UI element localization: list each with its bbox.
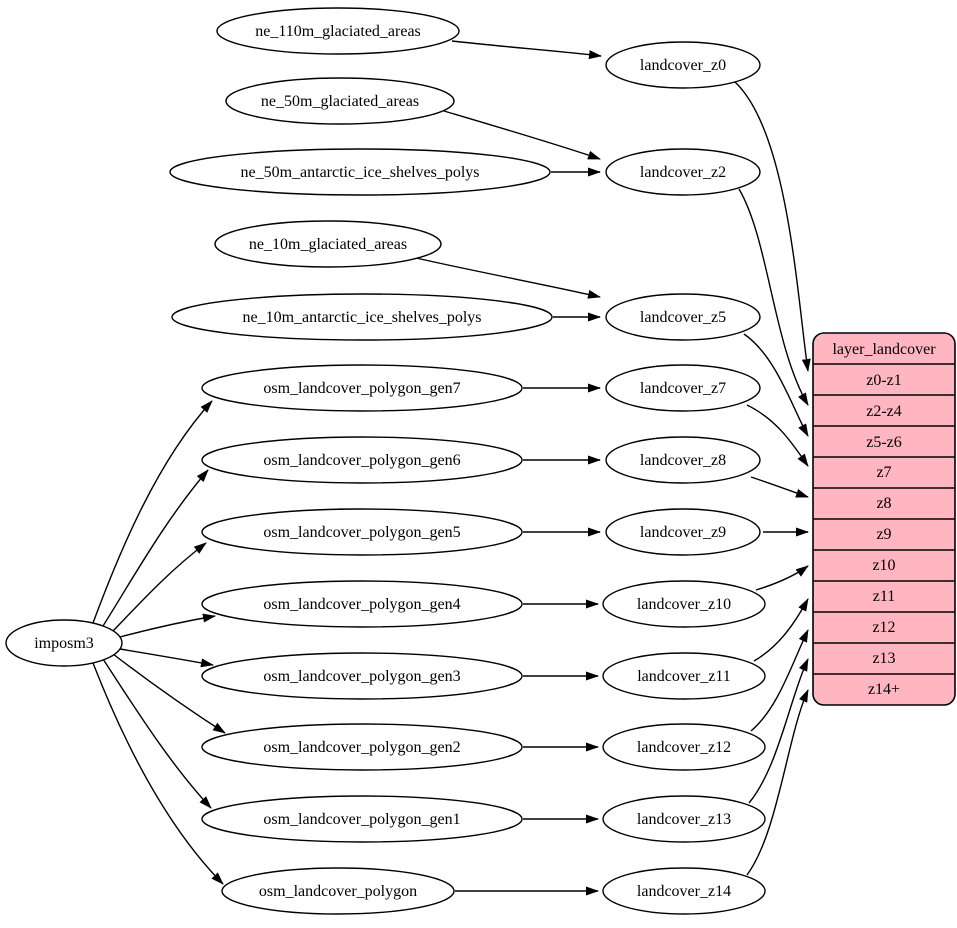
- edge-imposm3-to-gen4: [119, 613, 216, 638]
- table-title: layer_landcover: [832, 341, 936, 358]
- node-group: imposm3 ne_110m_glaciated_areas ne_50m_g…: [5, 7, 766, 915]
- table-row-z5-z6: z5-z6: [866, 434, 902, 451]
- edge-ne10m-glaciated-to-z5: [415, 257, 601, 299]
- node-label: osm_landcover_polygon_gen6: [263, 452, 460, 469]
- table-row-dividers: [813, 363, 955, 675]
- table-row-z8: z8: [876, 495, 891, 512]
- table-row-z14plus: z14+: [868, 681, 900, 698]
- node-label: landcover_z5: [640, 309, 726, 326]
- node-osm-landcover-polygon-gen6: osm_landcover_polygon_gen6: [201, 436, 523, 484]
- edge-z12-to-row-z12: [750, 629, 809, 732]
- node-label: osm_landcover_polygon_gen1: [263, 811, 460, 828]
- table-row-z10: z10: [872, 557, 895, 574]
- node-label: ne_10m_antarctic_ice_shelves_polys: [242, 309, 481, 326]
- edge-imposm3-to-gen6: [102, 469, 209, 627]
- edge-imposm3-to-polygon: [92, 662, 224, 885]
- table-row-z7: z7: [876, 464, 891, 481]
- node-label: landcover_z7: [640, 380, 726, 397]
- edge-z8-to-row-z8: [750, 476, 809, 498]
- node-landcover-z0: landcover_z0: [605, 41, 761, 89]
- node-label: ne_50m_antarctic_ice_shelves_polys: [240, 164, 479, 181]
- table-row-z13: z13: [872, 650, 895, 667]
- node-label: landcover_z9: [640, 524, 726, 541]
- edge-imposm3-to-gen5: [112, 542, 207, 632]
- node-osm-landcover-polygon-gen1: osm_landcover_polygon_gen1: [201, 795, 523, 843]
- node-osm-landcover-polygon-gen7: osm_landcover_polygon_gen7: [201, 364, 523, 412]
- node-label: landcover_z12: [637, 739, 731, 756]
- table-row-z12: z12: [872, 619, 895, 636]
- node-imposm3: imposm3: [5, 619, 123, 667]
- edge-group: [92, 40, 811, 896]
- edge-ne50m-glaciated-to-z2: [443, 110, 601, 160]
- node-osm-landcover-polygon-gen3: osm_landcover_polygon_gen3: [201, 652, 523, 700]
- node-label: osm_landcover_polygon_gen2: [263, 739, 460, 756]
- node-landcover-z11: landcover_z11: [602, 652, 766, 700]
- node-label: osm_landcover_polygon: [259, 883, 417, 900]
- node-ne-50m-glaciated-areas: ne_50m_glaciated_areas: [225, 77, 455, 125]
- node-label: landcover_z2: [640, 164, 726, 181]
- node-label: osm_landcover_polygon_gen4: [263, 596, 460, 613]
- node-ne-10m-antarctic-ice-shelves-polys: ne_10m_antarctic_ice_shelves_polys: [171, 293, 553, 341]
- edge-imposm3-to-gen7: [92, 400, 213, 624]
- node-label: landcover_z8: [640, 452, 726, 469]
- node-label: landcover_z0: [640, 57, 726, 74]
- table-row-z11: z11: [873, 588, 896, 605]
- node-landcover-z10: landcover_z10: [602, 580, 766, 628]
- edge-z2-to-row-z2-z4: [738, 188, 809, 406]
- edge-imposm3-to-gen2: [112, 653, 226, 734]
- table-row-z2-z4: z2-z4: [866, 403, 902, 420]
- edge-z10-to-row-z10: [755, 565, 809, 591]
- node-label: osm_landcover_polygon_gen3: [263, 668, 460, 685]
- node-landcover-z12: landcover_z12: [602, 723, 766, 771]
- node-landcover-z14: landcover_z14: [602, 867, 766, 915]
- node-layer-landcover-table: layer_landcover z0-z1 z2-z4 z5-z6 z7 z8 …: [812, 332, 956, 706]
- edge-z5-to-row-z5-z6: [743, 333, 809, 437]
- edge-z0-to-row-z0-z1: [734, 81, 811, 372]
- node-osm-landcover-polygon-gen5: osm_landcover_polygon_gen5: [201, 508, 523, 556]
- node-ne-10m-glaciated-areas: ne_10m_glaciated_areas: [214, 220, 442, 268]
- node-landcover-z9: landcover_z9: [605, 508, 761, 556]
- node-label: landcover_z14: [637, 883, 731, 900]
- node-label: osm_landcover_polygon_gen5: [263, 524, 460, 541]
- table-row-z0-z1: z0-z1: [866, 372, 902, 389]
- edge-imposm3-to-gen1: [102, 658, 212, 809]
- node-osm-landcover-polygon: osm_landcover_polygon: [221, 867, 455, 915]
- node-osm-landcover-polygon-gen4: osm_landcover_polygon_gen4: [201, 580, 523, 628]
- node-label: landcover_z10: [637, 596, 731, 613]
- node-landcover-z2: landcover_z2: [605, 148, 761, 196]
- edge-z13-to-row-z13: [748, 658, 809, 804]
- node-osm-landcover-polygon-gen2: osm_landcover_polygon_gen2: [201, 723, 523, 771]
- node-label: osm_landcover_polygon_gen7: [263, 380, 460, 397]
- edge-z7-to-row-z7: [746, 404, 809, 467]
- edge-imposm3-to-gen3: [119, 648, 214, 668]
- node-ne-110m-glaciated-areas: ne_110m_glaciated_areas: [216, 7, 460, 55]
- edge-z14-to-row-z14plus: [746, 689, 809, 876]
- node-landcover-z7: landcover_z7: [605, 364, 761, 412]
- node-landcover-z8: landcover_z8: [605, 436, 761, 484]
- edge-ne110m-to-z0: [451, 40, 602, 60]
- node-landcover-z5: landcover_z5: [605, 293, 761, 341]
- node-label: ne_110m_glaciated_areas: [255, 23, 421, 40]
- edge-z11-to-row-z11: [753, 598, 809, 662]
- node-label: landcover_z13: [637, 811, 731, 828]
- node-label: landcover_z11: [637, 668, 731, 685]
- table-row-z9: z9: [876, 526, 891, 543]
- node-ne-50m-antarctic-ice-shelves-polys: ne_50m_antarctic_ice_shelves_polys: [169, 148, 551, 196]
- node-label: ne_50m_glaciated_areas: [261, 93, 419, 110]
- node-imposm3-label: imposm3: [34, 635, 94, 652]
- node-landcover-z13: landcover_z13: [602, 795, 766, 843]
- node-label: ne_10m_glaciated_areas: [249, 236, 407, 253]
